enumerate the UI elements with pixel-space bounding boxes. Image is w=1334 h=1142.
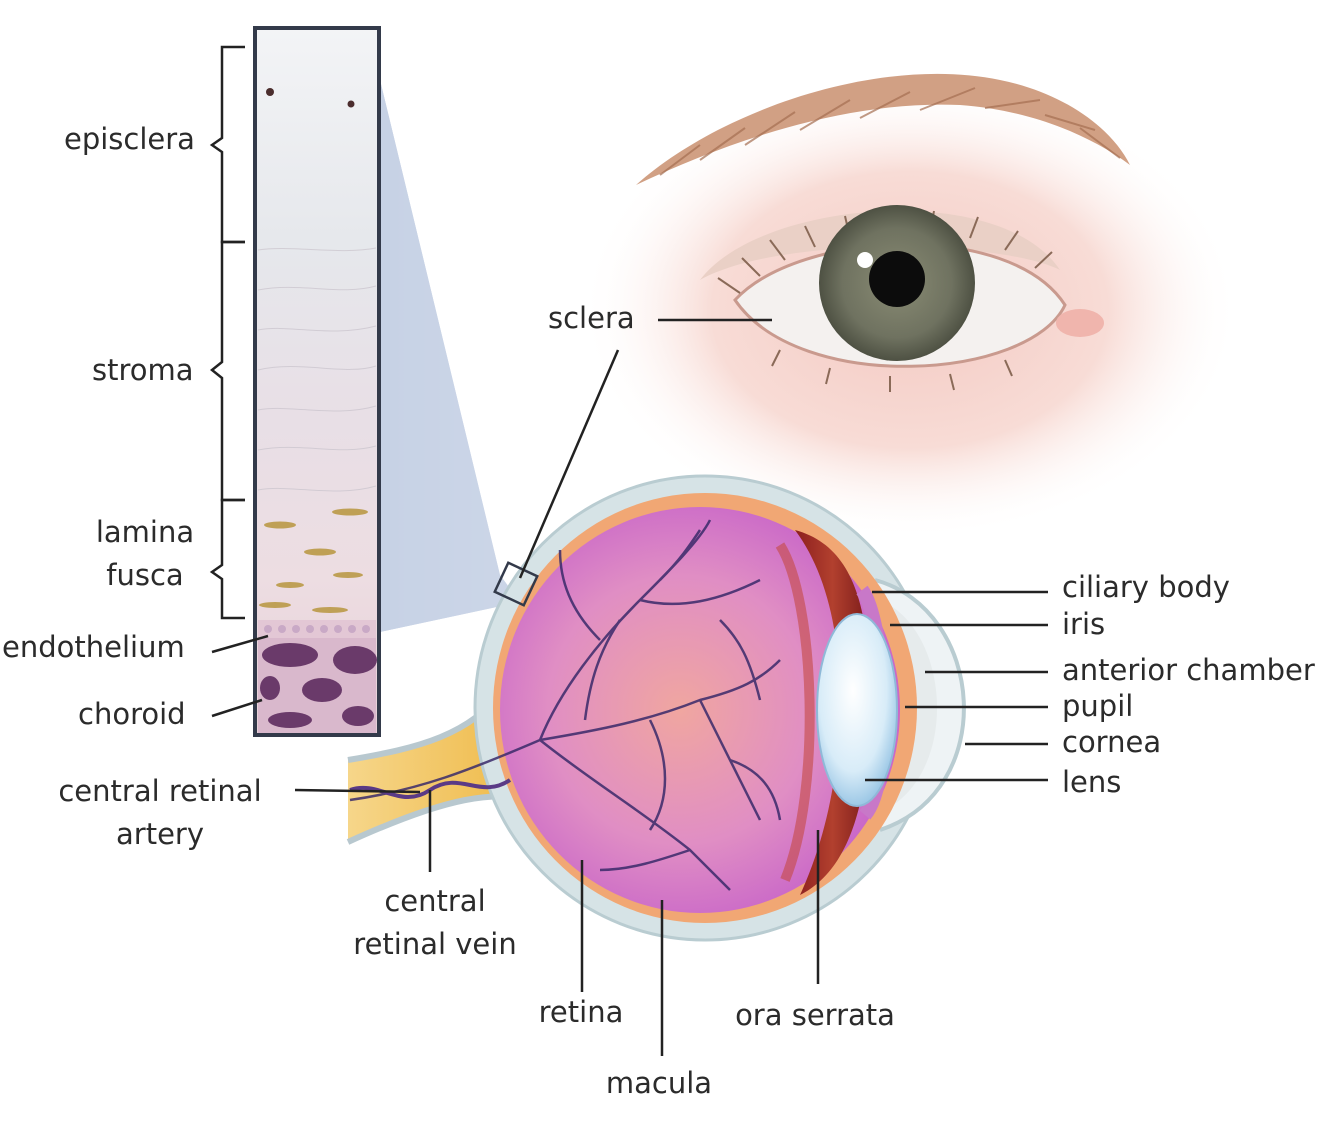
label-lamina-fusca-line1: lamina	[95, 515, 195, 549]
label-central-retinal-artery-line1: central retinal	[58, 774, 262, 808]
choroid-vessels	[260, 643, 377, 728]
label-central-retinal-vein-line2: retinal vein	[353, 927, 517, 961]
label-macula: macula	[605, 1066, 713, 1100]
stroma-fibers	[257, 247, 377, 492]
label-lens: lens	[1062, 765, 1122, 799]
eyebrow	[636, 73, 1130, 185]
inset-border	[253, 26, 381, 737]
leader-lines	[211, 318, 1048, 1056]
external-eye	[580, 73, 1240, 540]
label-central-retinal-artery-line2: artery	[116, 817, 204, 851]
layer-brackets	[209, 45, 245, 620]
eyelashes	[717, 210, 1053, 392]
eye-highlight	[857, 252, 873, 268]
label-stroma: stroma	[92, 353, 194, 387]
label-central-retinal-vein-line1: central	[384, 884, 486, 918]
inset-background	[255, 28, 379, 735]
label-lamina-fusca-line2: fusca	[106, 558, 184, 592]
label-iris: iris	[1062, 607, 1106, 641]
label-ora-serrata: ora serrata	[735, 998, 895, 1032]
label-endothelium: endothelium	[2, 630, 185, 664]
retinal-vessels	[349, 519, 782, 891]
label-ciliary-body: ciliary body	[1062, 570, 1230, 604]
endothelium-cells	[264, 625, 370, 633]
caruncle	[1056, 309, 1104, 337]
label-choroid: choroid	[78, 697, 186, 731]
label-pupil: pupil	[1062, 689, 1134, 723]
lens-shape	[816, 613, 898, 807]
label-cornea: cornea	[1062, 725, 1162, 759]
pupil-external	[869, 251, 925, 307]
sclera-layers-inset	[253, 26, 381, 737]
label-retina: retina	[538, 995, 624, 1029]
lamina-fusca-cells	[259, 508, 368, 613]
label-anterior-chamber: anterior chamber	[1062, 653, 1315, 687]
endothelium-layer	[258, 620, 376, 638]
label-sclera: sclera	[548, 301, 635, 335]
label-episclera: episclera	[64, 122, 195, 156]
eyebrow-hairs	[659, 87, 1121, 176]
eyeball-cross-section	[346, 474, 966, 942]
